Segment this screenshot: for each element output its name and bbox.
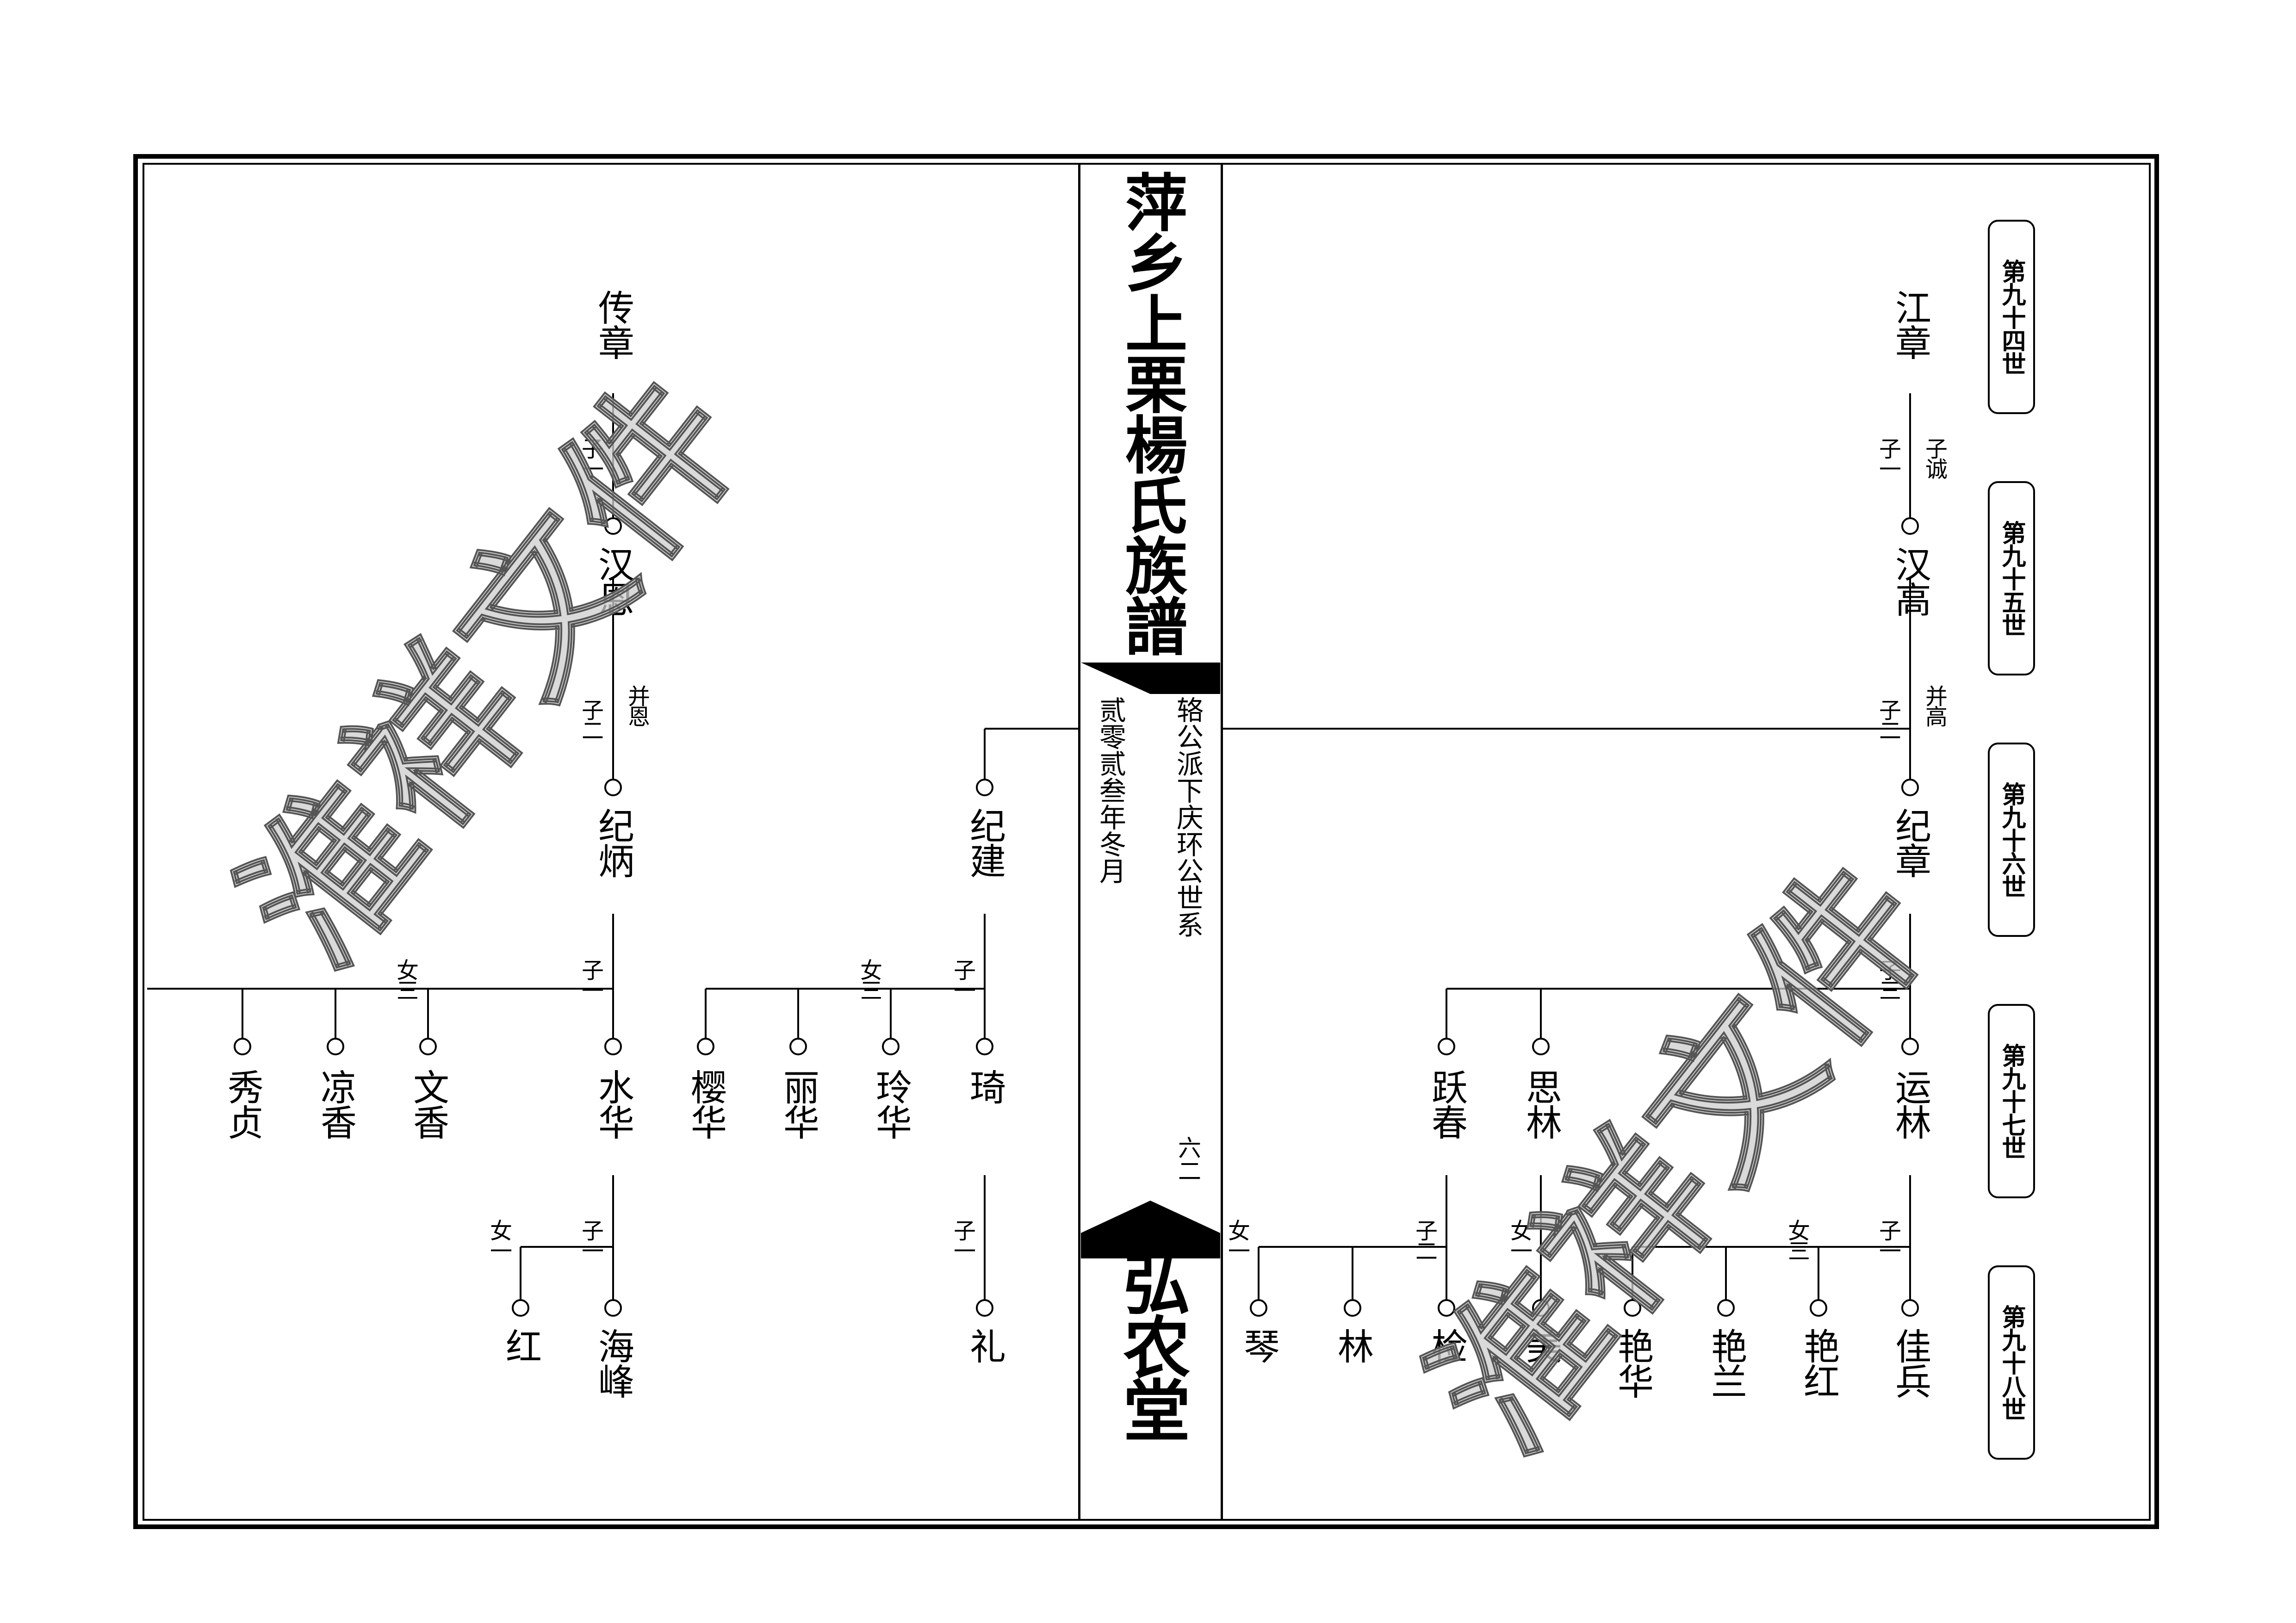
node-dot — [1250, 1299, 1267, 1317]
person-name: 艳兰 — [1705, 1328, 1747, 1398]
person-name: 水华 — [592, 1069, 634, 1139]
node-dot — [1532, 1038, 1550, 1055]
person-name: 玲华 — [870, 1069, 912, 1139]
relation-label: 子二 — [1875, 699, 1901, 739]
person-name: 跃春 — [1426, 1069, 1467, 1139]
person-name: 检 — [1426, 1328, 1467, 1363]
person-name: 琦 — [964, 1069, 1005, 1104]
generation-label-94: 第九十四世 — [1988, 220, 2035, 414]
relation-label: 女三 — [392, 959, 418, 999]
node-dot — [976, 1038, 993, 1055]
node-dot — [1624, 1299, 1641, 1317]
compile-date: 贰零贰叁年冬月 — [1095, 696, 1126, 884]
spine-triangle-bottom — [1081, 1201, 1220, 1258]
person-name: 美 — [1520, 1328, 1562, 1363]
person-name: 汉高 — [1889, 546, 1931, 616]
heir-note: 子诚 — [1921, 437, 1947, 478]
person-name: 凉香 — [315, 1069, 356, 1139]
generation-label-97: 第九十七世 — [1988, 1004, 2035, 1198]
node-dot — [1438, 1299, 1455, 1317]
person-name: 汉恩 — [592, 546, 634, 616]
person-name: 海峰 — [592, 1328, 634, 1398]
page-frame-inner — [143, 163, 2151, 1521]
node-dot — [976, 1299, 993, 1317]
node-dot — [1438, 1038, 1455, 1055]
page-frame-outer — [133, 154, 2159, 1529]
node-dot — [327, 1038, 344, 1055]
node-dot — [604, 1038, 622, 1055]
person-name: 运林 — [1889, 1069, 1931, 1139]
relation-label: 子一 — [1875, 1219, 1901, 1260]
node-dot — [882, 1038, 900, 1055]
node-dot — [1532, 1299, 1550, 1317]
node-dot — [1901, 1299, 1919, 1317]
generation-label-96: 第九十六世 — [1988, 743, 2035, 937]
generation-label-95: 第九十五世 — [1988, 481, 2035, 675]
relation-label: 女三 — [1784, 1219, 1810, 1260]
book-title: 萍乡上栗楊氏族譜 — [1114, 170, 1188, 655]
hall-name: 弘农堂 — [1111, 1249, 1190, 1439]
heir-note: 并恩 — [624, 685, 650, 725]
person-name: 秀贞 — [222, 1069, 263, 1139]
person-name: 樱华 — [685, 1069, 726, 1139]
person-name: 礼 — [964, 1328, 1005, 1363]
relation-label: 女一 — [1506, 1219, 1532, 1260]
relation-label: 子三 — [1875, 959, 1901, 999]
relation-label: 子一 — [577, 959, 603, 999]
person-name: 艳红 — [1798, 1328, 1839, 1398]
spine-triangle-top — [1081, 663, 1220, 694]
node-dot — [604, 779, 622, 796]
person-name: 琴 — [1238, 1328, 1279, 1363]
node-dot — [697, 1038, 714, 1055]
node-dot — [604, 517, 622, 535]
node-dot — [1717, 1299, 1735, 1317]
relation-label: 子二 — [577, 699, 603, 739]
node-dot — [419, 1038, 437, 1055]
person-name: 红 — [500, 1328, 541, 1363]
node-dot — [512, 1299, 529, 1317]
relation-label: 子一 — [949, 1219, 975, 1260]
lineage-title: 辂公派下庆环公世系 — [1172, 696, 1204, 938]
node-dot — [1344, 1299, 1361, 1317]
node-dot — [604, 1299, 622, 1317]
person-name: 佳兵 — [1889, 1328, 1931, 1398]
person-name: 文香 — [407, 1069, 449, 1139]
node-dot — [234, 1038, 251, 1055]
relation-label: 女三 — [856, 959, 882, 999]
relation-label: 女一 — [1224, 1219, 1250, 1260]
person-name: 艳华 — [1612, 1328, 1653, 1398]
page-number: 六二 — [1174, 1136, 1201, 1182]
relation-label: 子一 — [1875, 437, 1901, 478]
relation-label: 女一 — [486, 1219, 512, 1260]
person-name: 思林 — [1520, 1069, 1562, 1139]
node-dot — [1901, 517, 1919, 535]
title-spine — [1078, 163, 1223, 1521]
person-name: 纪炳 — [592, 807, 634, 878]
person-name: 江章 — [1889, 289, 1931, 359]
node-dot — [1901, 1038, 1919, 1055]
person-name: 丽华 — [777, 1069, 819, 1139]
relation-label: 子二 — [1411, 1219, 1437, 1260]
generation-label-98: 第九十八世 — [1988, 1265, 2035, 1460]
relation-label: 子一 — [577, 437, 603, 478]
node-dot — [1810, 1299, 1827, 1317]
person-name: 传章 — [592, 289, 634, 359]
node-dot — [789, 1038, 807, 1055]
heir-note: 并高 — [1921, 685, 1947, 725]
person-name: 纪章 — [1889, 807, 1931, 878]
relation-label: 子一 — [577, 1219, 603, 1260]
person-name: 纪建 — [964, 807, 1005, 878]
node-dot — [1901, 779, 1919, 796]
node-dot — [976, 779, 993, 796]
person-name: 林 — [1332, 1328, 1373, 1363]
relation-label: 子一 — [949, 959, 975, 999]
